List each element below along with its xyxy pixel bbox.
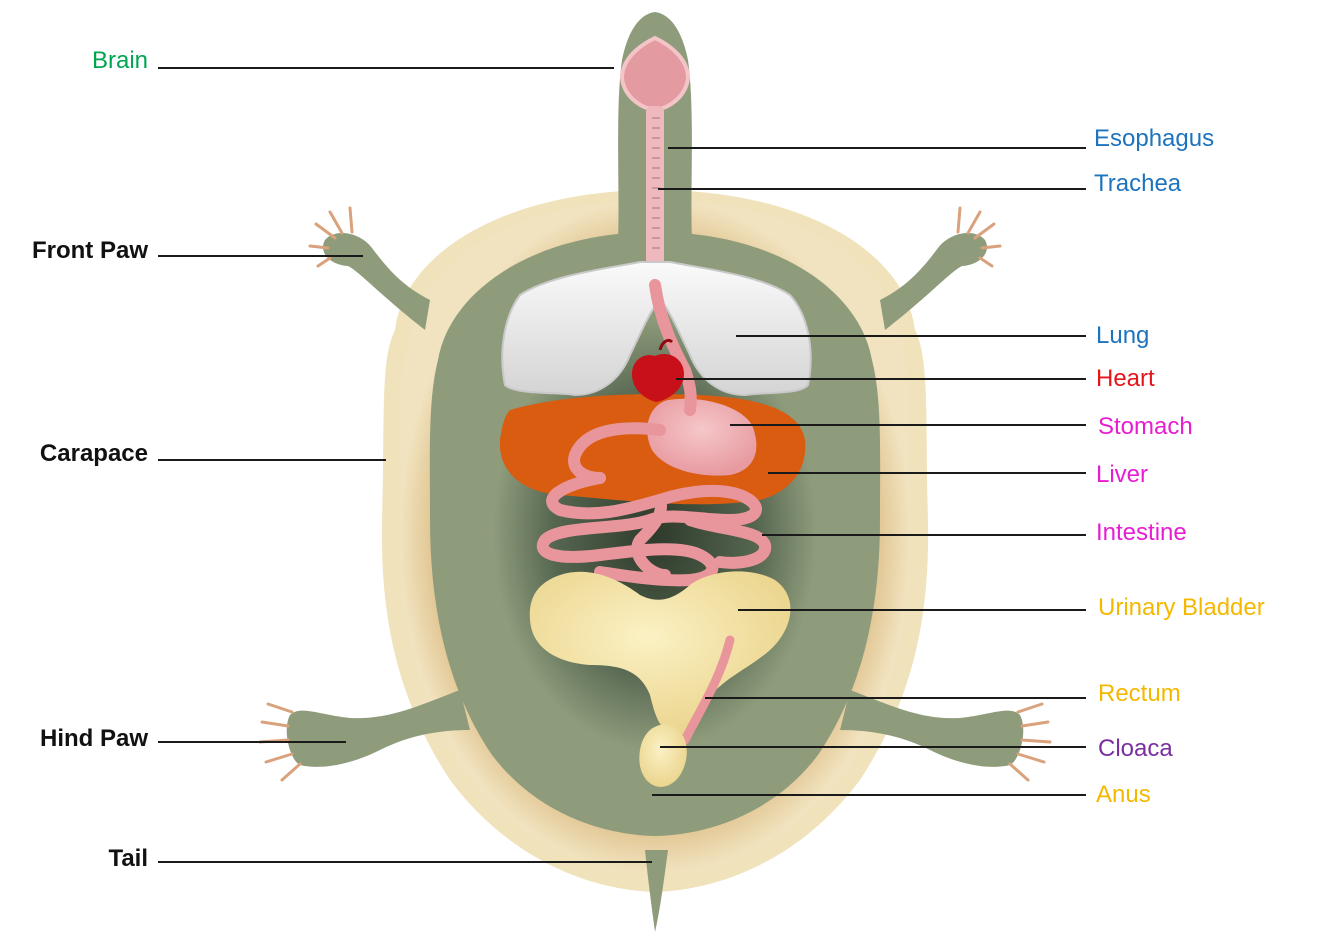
heart-leader <box>676 378 1086 380</box>
hind-paw-label: Hind Paw <box>4 725 148 753</box>
cloaca-label: Cloaca <box>1098 735 1173 763</box>
rectum-label: Rectum <box>1098 680 1181 708</box>
trachea-label: Trachea <box>1094 170 1181 198</box>
brain-label: Brain <box>60 47 148 75</box>
liver-label: Liver <box>1096 461 1148 489</box>
stomach-label: Stomach <box>1098 413 1193 441</box>
lung-label: Lung <box>1096 322 1149 350</box>
carapace-label: Carapace <box>4 440 148 468</box>
front-paw-label: Front Paw <box>4 237 148 265</box>
heart-label: Heart <box>1096 365 1155 393</box>
anus-label: Anus <box>1096 781 1151 809</box>
hind-paw-leader <box>158 741 346 743</box>
carapace-leader <box>158 459 386 461</box>
intestine-leader <box>762 534 1086 536</box>
rectum-leader <box>705 697 1086 699</box>
esophagus-label: Esophagus <box>1094 125 1214 153</box>
front-paw-leader <box>158 255 363 257</box>
lung-leader <box>736 335 1086 337</box>
neck-head-shape <box>605 12 705 280</box>
esophagus-leader <box>668 147 1086 149</box>
tail-label: Tail <box>4 845 148 873</box>
brain-leader <box>158 67 614 69</box>
intestine-label: Intestine <box>1096 519 1187 547</box>
tail-leader <box>158 861 652 863</box>
liver-leader <box>768 472 1086 474</box>
trachea-leader <box>658 188 1086 190</box>
trachea-shape <box>646 106 664 266</box>
cloaca-leader <box>660 746 1086 748</box>
stomach-leader <box>730 424 1086 426</box>
bladder-leader <box>738 609 1086 611</box>
anus-leader <box>652 794 1086 796</box>
bladder-label: Urinary Bladder <box>1098 594 1265 622</box>
